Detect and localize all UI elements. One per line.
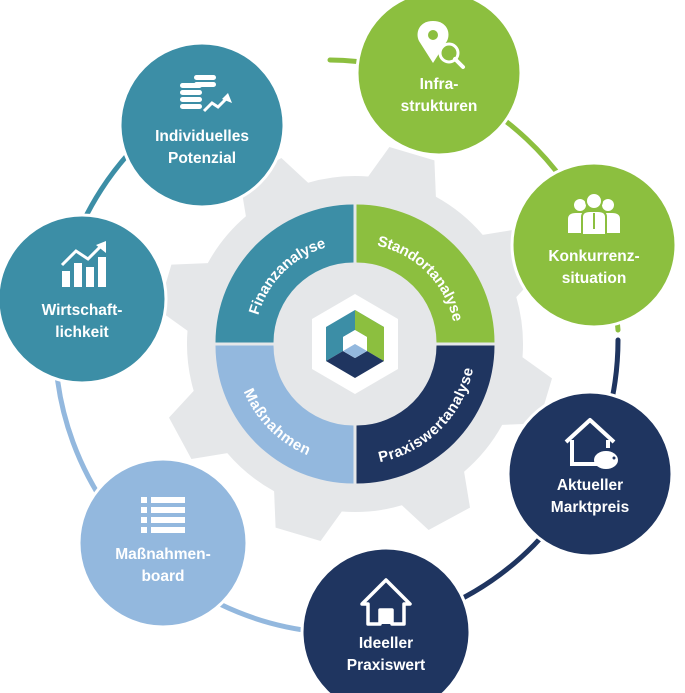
- node-label-line: Praxiswert: [347, 657, 425, 674]
- house-piggybank-icon: [564, 418, 618, 469]
- node-label-line: Infra-: [420, 76, 459, 93]
- node-label-line: Aktueller: [557, 477, 623, 494]
- node-label-line: Maßnahmen-: [115, 546, 211, 563]
- node-infrastrukturen: Infra-strukturen: [355, 0, 523, 157]
- node-label-line: strukturen: [401, 98, 478, 115]
- node-label-line: Potenzial: [168, 150, 236, 167]
- node-label-line: Individuelles: [155, 128, 249, 145]
- location-search-icon: [417, 21, 465, 69]
- house-icon: [360, 578, 412, 626]
- node-circle: [355, 0, 523, 157]
- node-label-line: situation: [562, 270, 627, 287]
- node-konkurrenzsituation: Konkurrenz-situation: [510, 161, 678, 329]
- node-wirtschaftlichkeit: Wirtschaft-lichkeit: [0, 213, 168, 385]
- node-label-line: lichkeit: [55, 324, 108, 341]
- node-label-line: Ideeller: [359, 635, 413, 652]
- node-circle: [77, 457, 249, 629]
- node-circle: [506, 390, 674, 558]
- donut-segment: [356, 345, 495, 484]
- node-label-line: Marktpreis: [551, 499, 629, 516]
- donut-segment: [356, 204, 495, 343]
- node-circle: [0, 213, 168, 385]
- donut-segment: [215, 204, 354, 343]
- doctors-group-icon: [568, 192, 620, 236]
- node-label-line: board: [141, 568, 184, 585]
- coin-stack-arrow-icon: [180, 75, 232, 113]
- node-circle: [118, 41, 286, 209]
- bar-chart-arrow-icon: [60, 241, 106, 287]
- node-massnahmenboard: Maßnahmen-board: [77, 457, 249, 629]
- list-icon: [141, 497, 185, 533]
- node-label-line: Wirtschaft-: [42, 302, 123, 319]
- node-label-line: Konkurrenz-: [548, 248, 639, 265]
- node-circle: [510, 161, 678, 329]
- donut-segment: [215, 345, 354, 484]
- center-logo-icon: [312, 294, 398, 394]
